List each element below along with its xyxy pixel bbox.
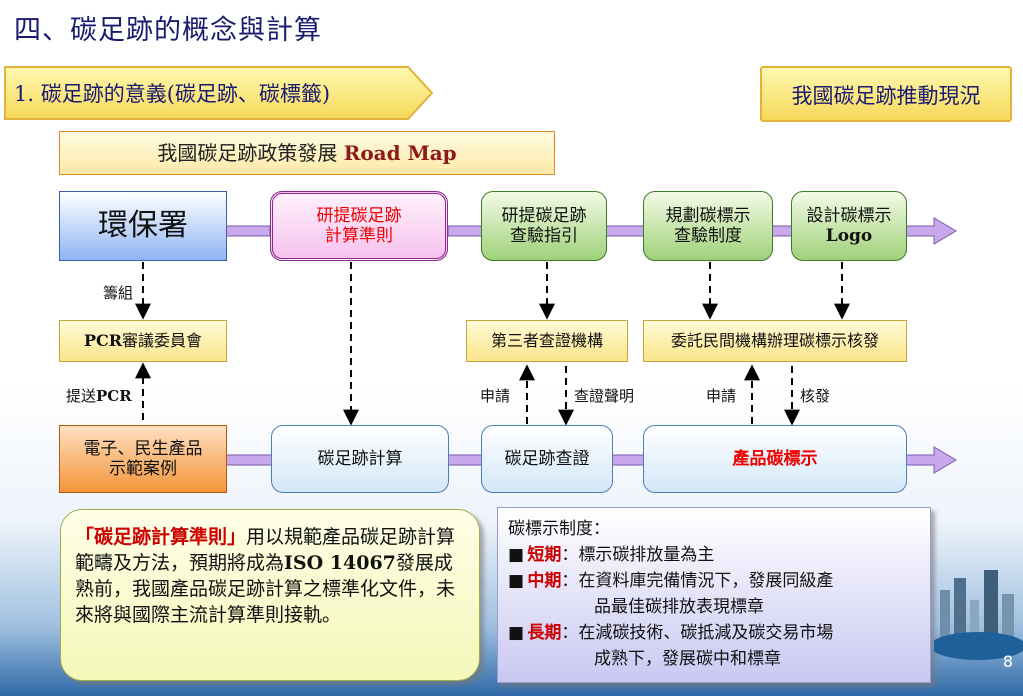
note-label-system: 碳標示制度： ■ 短期：標示碳排放量為主 ■ 中期：在資料庫完備情況下，發展同級… — [497, 507, 931, 683]
note-item-mid-cont: 品最佳碳排放表現標章 — [594, 597, 764, 617]
roadmap-title: 我國碳足跡政策發展 Road Map — [59, 131, 555, 175]
label-apply-verify: 申請 — [480, 387, 511, 405]
note-item-term: 長期 — [527, 623, 562, 643]
step-label-system-line2: 查驗制度 — [674, 226, 742, 246]
section-right-banner: 我國碳足跡推動現況 — [760, 66, 1012, 122]
delegate-label: 委託民間機構辦理碳標示核發 — [670, 331, 879, 351]
footprint-calc-label: 碳足跡計算 — [317, 448, 403, 469]
label-submit-zh: 提送 — [66, 387, 97, 405]
footprint-calc-box: 碳足跡計算 — [271, 425, 449, 493]
demo-cases-line2: 示範案例 — [109, 459, 177, 479]
label-submit-en: PCR — [96, 387, 132, 405]
epa-label: 環保署 — [98, 208, 188, 243]
bullet-square-icon: ■ — [508, 623, 525, 643]
note-right-heading: 碳標示制度： — [508, 519, 610, 539]
step-verify-guide-line1: 研提碳足跡 — [501, 205, 587, 226]
step-logo-design: 設計碳標示 Logo — [791, 191, 907, 261]
step-verify-guide-line2: 查驗指引 — [510, 226, 578, 246]
note-item-text: ：在減碳技術、碳抵減及碳交易市場 — [561, 623, 834, 643]
note-item-short: ■ 短期：標示碳排放量為主 — [508, 542, 928, 568]
label-submit-pcr: 提送PCR — [66, 385, 132, 406]
note-item-long: ■ 長期：在減碳技術、碳抵減及碳交易市場 — [508, 620, 928, 646]
footprint-verify-label: 碳足跡查證 — [504, 448, 590, 469]
step-calc-standard-line1: 研提碳足跡 — [316, 205, 402, 226]
label-organize: 籌組 — [103, 284, 134, 302]
page-number: 8 — [1002, 652, 1013, 671]
note-item-term: 中期 — [527, 571, 562, 591]
step-label-system: 規劃碳標示 查驗制度 — [643, 191, 773, 261]
page-title: 四、碳足跡的概念與計算 — [14, 15, 322, 46]
section-right-label: 我國碳足跡推動現況 — [791, 84, 981, 108]
pcr-label-en: PCR — [83, 331, 123, 351]
note-text-2: 發展成熟前，我國產品碳足跡計算之標準化文件，未來將與國際主流計算準則接軌。 — [75, 552, 456, 626]
note-item-text: ：標示碳排放量為主 — [561, 545, 715, 565]
note-iso: ISO 14067 — [284, 552, 396, 574]
third-party-label: 第三者查證機構 — [490, 331, 603, 351]
demo-cases-line1: 電子、民生產品 — [83, 438, 203, 459]
note-calc-standard: 「碳足跡計算準則」用以規範產品碳足跡計算範疇及方法，預期將成為ISO 14067… — [60, 509, 480, 681]
note-text-1: 用以規範產品碳足跡計算範疇及方法，預期將成為 — [75, 526, 456, 574]
label-issue: 核發 — [800, 387, 831, 405]
note-quote: 「碳足跡計算準則」 — [75, 526, 247, 548]
roadmap-title-en: Road Map — [343, 141, 457, 165]
step-verify-guide: 研提碳足跡 查驗指引 — [481, 191, 607, 261]
section-left-banner: 1. 碳足跡的意義(碳足跡、碳標籤) — [4, 66, 434, 120]
product-label-text: 產品碳標示 — [732, 448, 818, 469]
pcr-label-zh: 審議委員會 — [122, 331, 203, 351]
delegate-box: 委託民間機構辦理碳標示核發 — [643, 320, 907, 362]
bullet-square-icon: ■ — [508, 571, 525, 591]
note-item-text: ：在資料庫完備情況下，發展同級產 — [561, 571, 834, 591]
step-logo-design-line1: 設計碳標示 — [806, 205, 892, 226]
product-label-box: 產品碳標示 — [643, 425, 907, 493]
city-skyline-icon — [934, 570, 1023, 660]
footprint-verify-box: 碳足跡查證 — [481, 425, 613, 493]
step-logo-design-line2: Logo — [825, 226, 873, 246]
section-left-label: 1. 碳足跡的意義(碳足跡、碳標籤) — [14, 82, 331, 106]
label-apply-label: 申請 — [706, 387, 737, 405]
banner-arrow-shape — [4, 66, 434, 120]
step-calc-standard: 研提碳足跡 計算準則 — [270, 191, 448, 261]
third-party-box: 第三者查證機構 — [466, 320, 628, 362]
bullet-square-icon: ■ — [508, 545, 525, 565]
demo-cases-box: 電子、民生產品 示範案例 — [59, 425, 227, 493]
note-item-term: 短期 — [527, 545, 562, 565]
roadmap-title-zh: 我國碳足跡政策發展 — [157, 141, 338, 165]
step-calc-standard-line2: 計算準則 — [325, 226, 393, 246]
note-item-mid: ■ 中期：在資料庫完備情況下，發展同級產 — [508, 568, 928, 594]
label-statement: 查證聲明 — [574, 387, 635, 405]
step-label-system-line1: 規劃碳標示 — [665, 205, 751, 226]
note-item-long-cont: 成熟下，發展碳中和標章 — [594, 649, 781, 669]
epa-box: 環保署 — [59, 191, 227, 261]
